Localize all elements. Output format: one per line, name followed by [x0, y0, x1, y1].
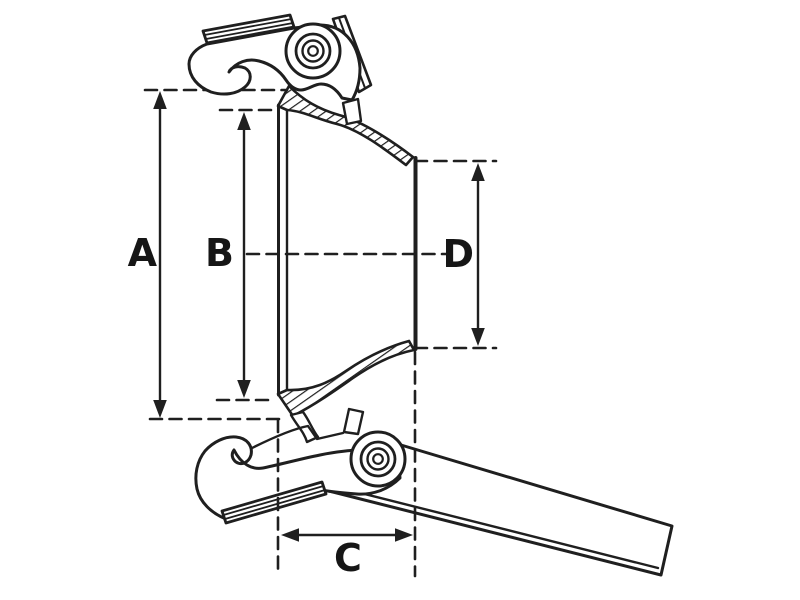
- rivet-outer-ring: [294, 32, 332, 70]
- dim-b-arrow-top-icon: [237, 112, 251, 130]
- dimension-a: A: [128, 91, 167, 418]
- dim-c-arrow-left-icon: [281, 528, 299, 542]
- dimension-annotations: A B D C: [128, 91, 498, 580]
- pivot-rivet-icon-bottom: [359, 440, 397, 478]
- dim-d-label: D: [442, 232, 474, 276]
- grip-bar-top: [201, 13, 296, 45]
- grip-stripe: [224, 489, 326, 520]
- dim-a-label: A: [128, 231, 158, 275]
- dim-c-label: C: [334, 536, 362, 580]
- dim-a-arrow-bottom-icon: [153, 400, 167, 418]
- dim-b-arrow-bottom-icon: [237, 380, 251, 398]
- bottom-lever: [194, 407, 674, 577]
- back-plate-edge: [248, 424, 345, 451]
- grip-stripe: [205, 22, 294, 40]
- rivet-center: [307, 45, 319, 57]
- rivet-mid-ring: [366, 447, 390, 471]
- dim-b-label: B: [205, 231, 234, 275]
- top-lever: [187, 13, 373, 126]
- grip-stripe: [222, 485, 325, 516]
- keeper-tab-bottom: [342, 407, 365, 436]
- extension-lines-over: [245, 159, 498, 578]
- handle-bar-inner-line: [323, 482, 660, 570]
- dimension-d: D: [442, 163, 485, 346]
- bottom-bead-band: [276, 339, 416, 418]
- dimension-c: C: [281, 528, 413, 580]
- dim-c-arrow-right-icon: [395, 528, 413, 542]
- pivot-rivet-icon-top: [294, 32, 332, 70]
- grip-stripe: [203, 18, 293, 36]
- pivot-boss-bottom: [349, 430, 407, 488]
- pivot-boss-top: [284, 22, 342, 80]
- figure: A B D C: [128, 13, 674, 580]
- dim-d-arrow-bottom-icon: [471, 328, 485, 346]
- dim-a-arrow-top-icon: [153, 91, 167, 109]
- rivet-mid-ring: [301, 39, 325, 63]
- dim-d-arrow-top-icon: [471, 163, 485, 181]
- coupling-body: [276, 84, 418, 418]
- dimension-b: B: [205, 112, 251, 398]
- bottom-lever-body: [194, 435, 402, 521]
- rivet-outer-ring: [359, 440, 397, 478]
- keeper-tab-top: [341, 97, 363, 126]
- rivet-center: [372, 453, 384, 465]
- grip-bar-bottom: [220, 480, 328, 525]
- top-bead-band: [276, 84, 415, 167]
